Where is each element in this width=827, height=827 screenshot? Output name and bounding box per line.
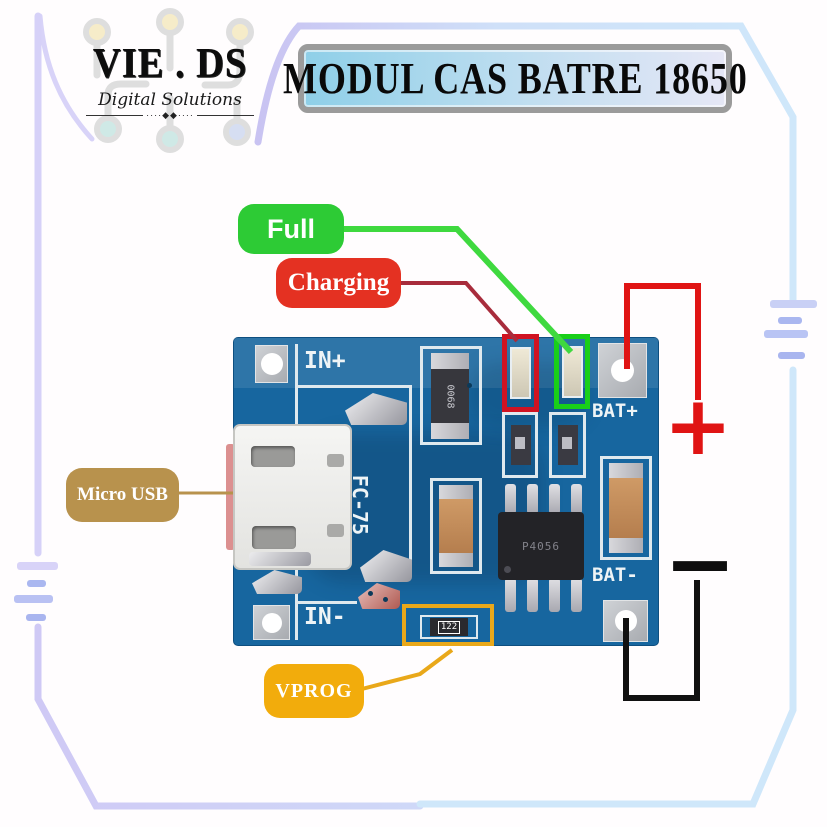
label-in-plus: IN+ (304, 348, 346, 374)
resistor-marking: 0068 (444, 383, 456, 409)
hole-bat-plus (611, 359, 634, 382)
frame-right-border (254, 22, 797, 808)
usb-slot (252, 526, 296, 549)
silkscreen-line (295, 601, 357, 604)
usb-tab (327, 524, 344, 537)
pad-bat-minus (603, 600, 648, 642)
label-in-minus: IN- (304, 604, 346, 630)
full-label-text: Full (267, 213, 315, 244)
label-bat-minus: BAT- (592, 564, 638, 586)
hole-in-minus (261, 612, 282, 633)
hole-bat-minus (614, 610, 637, 632)
vprog-marking: 122 (437, 620, 461, 634)
chip-pin1-dot (504, 566, 511, 573)
charging-label: Charging (276, 258, 401, 308)
pad-in-plus (255, 345, 288, 383)
capacitor-left (430, 478, 482, 574)
chip-leg (505, 578, 516, 612)
full-label: Full (238, 204, 344, 254)
chip-leg (527, 484, 538, 514)
pad-in-minus (253, 605, 290, 640)
chip-leg (571, 484, 582, 514)
full-led-box (554, 334, 590, 409)
vprog-label: VPROG (264, 664, 364, 718)
solder-blob (345, 393, 407, 425)
usb-tab (327, 454, 344, 467)
silkscreen-line (409, 385, 412, 567)
title-banner: MODUL CAS BATRE 18650 (283, 44, 746, 113)
divider-line (196, 115, 255, 116)
circuit-pattern-icon (83, 8, 254, 153)
micro-usb-label-text: Micro USB (77, 484, 168, 505)
pad-bat-plus (598, 343, 647, 398)
plus-symbol: + (663, 378, 733, 474)
chip-leg (549, 578, 560, 612)
via (368, 591, 373, 596)
chip-marking: P4056 (521, 539, 561, 553)
divider-line (86, 115, 144, 116)
capacitor-body (439, 499, 473, 553)
full-led (561, 345, 583, 398)
led-resistor (502, 412, 538, 478)
chip-leg (571, 578, 582, 612)
divider-ornament: ····◆◆···· (146, 110, 194, 120)
micro-usb-label: Micro USB (66, 468, 179, 522)
chip-leg (549, 484, 560, 514)
tp4056-chip: P4056 (498, 512, 584, 580)
usb-solder (249, 552, 311, 566)
via (467, 383, 472, 388)
vprog-bracket (420, 615, 478, 639)
capacitor-cap (609, 538, 643, 553)
frame-left-border (34, 12, 424, 810)
usb-side-edge (226, 444, 235, 550)
resistor-glint (562, 437, 572, 449)
brand-logo: VIE . DS (92, 41, 248, 87)
battery-symbol-left-icon (14, 562, 58, 621)
capacitor-right (600, 456, 652, 560)
vprog-label-text: VPROG (275, 679, 353, 702)
capacitor-body (609, 478, 643, 538)
chip-leg (527, 578, 538, 612)
silkscreen-line (295, 385, 411, 388)
charging-label-text: Charging (287, 269, 390, 296)
minus-symbol: − (663, 514, 737, 614)
capacitor-cap (439, 553, 473, 567)
charging-led-box (502, 334, 539, 412)
led-resistor (549, 412, 586, 478)
battery-symbol-right-icon (764, 300, 817, 359)
resistor-cap (431, 423, 469, 439)
charging-led (510, 347, 531, 399)
resistor-glint (515, 437, 525, 449)
solder-blob (358, 583, 400, 609)
capacitor-cap (439, 485, 473, 499)
resistor-body: 0068 (431, 369, 469, 423)
usb-slot (251, 446, 295, 467)
capacitor-cap (609, 463, 643, 478)
label-bat-plus: BAT+ (592, 400, 638, 422)
charger-board: IN+ BAT+ BAT- IN- FC-75 0068 (226, 334, 658, 646)
vprog-resistor-box: 122 (402, 604, 494, 646)
page-title: MODUL CAS BATRE 18650 (282, 54, 748, 103)
logo-divider: ····◆◆···· (86, 110, 255, 120)
micro-usb-connector (233, 424, 352, 570)
brand-tagline: Digital Solutions (98, 90, 242, 110)
chip-leg (505, 484, 516, 514)
hole-in-plus (260, 353, 283, 375)
via (383, 597, 388, 602)
resistor-top: 0068 (420, 346, 482, 445)
resistor-cap (431, 353, 469, 369)
vprog-resistor: 122 (430, 618, 468, 636)
